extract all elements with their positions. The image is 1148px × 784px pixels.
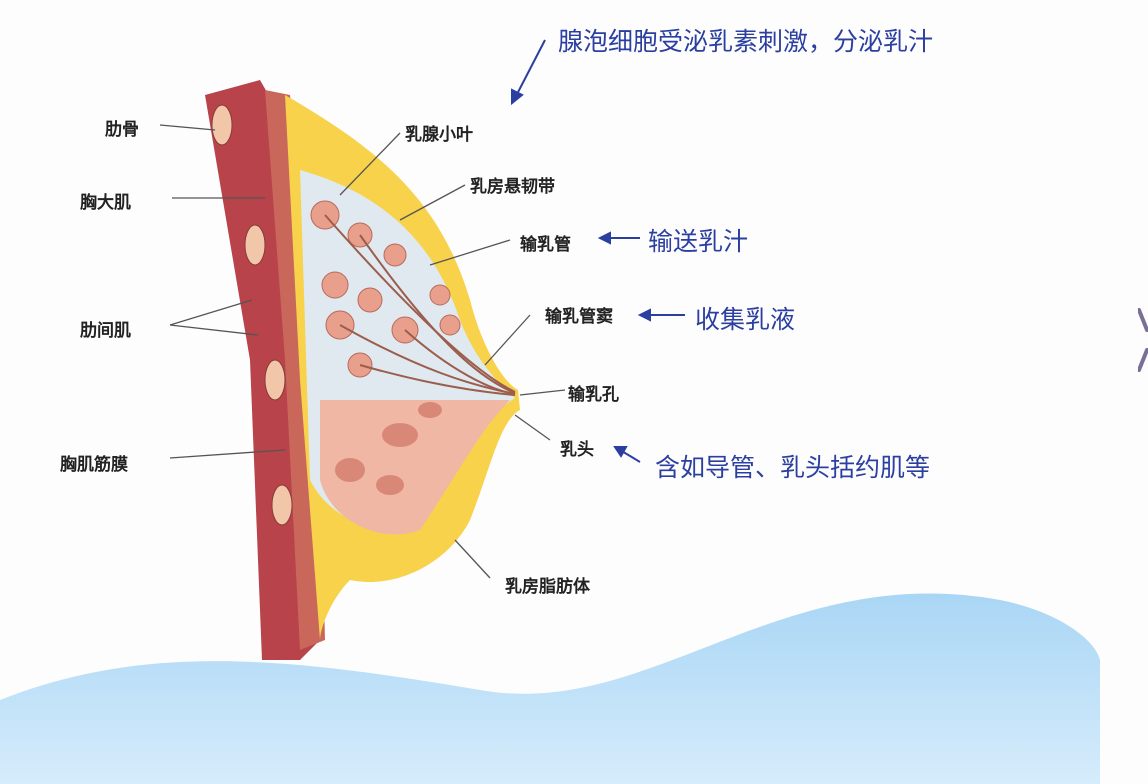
label-duct-opening: 输乳孔: [568, 385, 619, 405]
wave-background: [0, 593, 1100, 784]
ducts: [324, 214, 516, 396]
arrows: [511, 39, 685, 463]
label-lactiferous-sinus: 输乳管窦: [545, 307, 613, 327]
label-pectoral-fascia: 胸肌筋膜: [60, 455, 128, 475]
label-intercostal-muscle: 肋间肌: [80, 321, 131, 341]
note-secretion: 腺泡细胞受泌乳素刺激，分泌乳汁: [558, 27, 934, 56]
label-suspensory-ligament: 乳房悬韧带: [470, 177, 555, 197]
ribs: [211, 104, 293, 526]
label-nipple: 乳头: [560, 440, 594, 460]
label-lactiferous-duct: 输乳管: [520, 235, 571, 255]
fat-lobes: [335, 402, 442, 495]
note-duct: 输送乳汁: [648, 227, 749, 256]
lobules: [310, 200, 461, 378]
label-pectoralis-major: 胸大肌: [80, 193, 131, 213]
lower-gland: [320, 400, 510, 535]
chevron-icon[interactable]: [1138, 300, 1148, 380]
note-nipple: 含如导管、乳头括约肌等: [655, 453, 931, 482]
label-fat-body: 乳房脂肪体: [505, 577, 590, 597]
label-rib: 肋骨: [105, 120, 139, 140]
label-lobule: 乳腺小叶: [405, 125, 473, 145]
note-sinus: 收集乳液: [695, 305, 796, 334]
leader-lines: [159, 124, 566, 579]
